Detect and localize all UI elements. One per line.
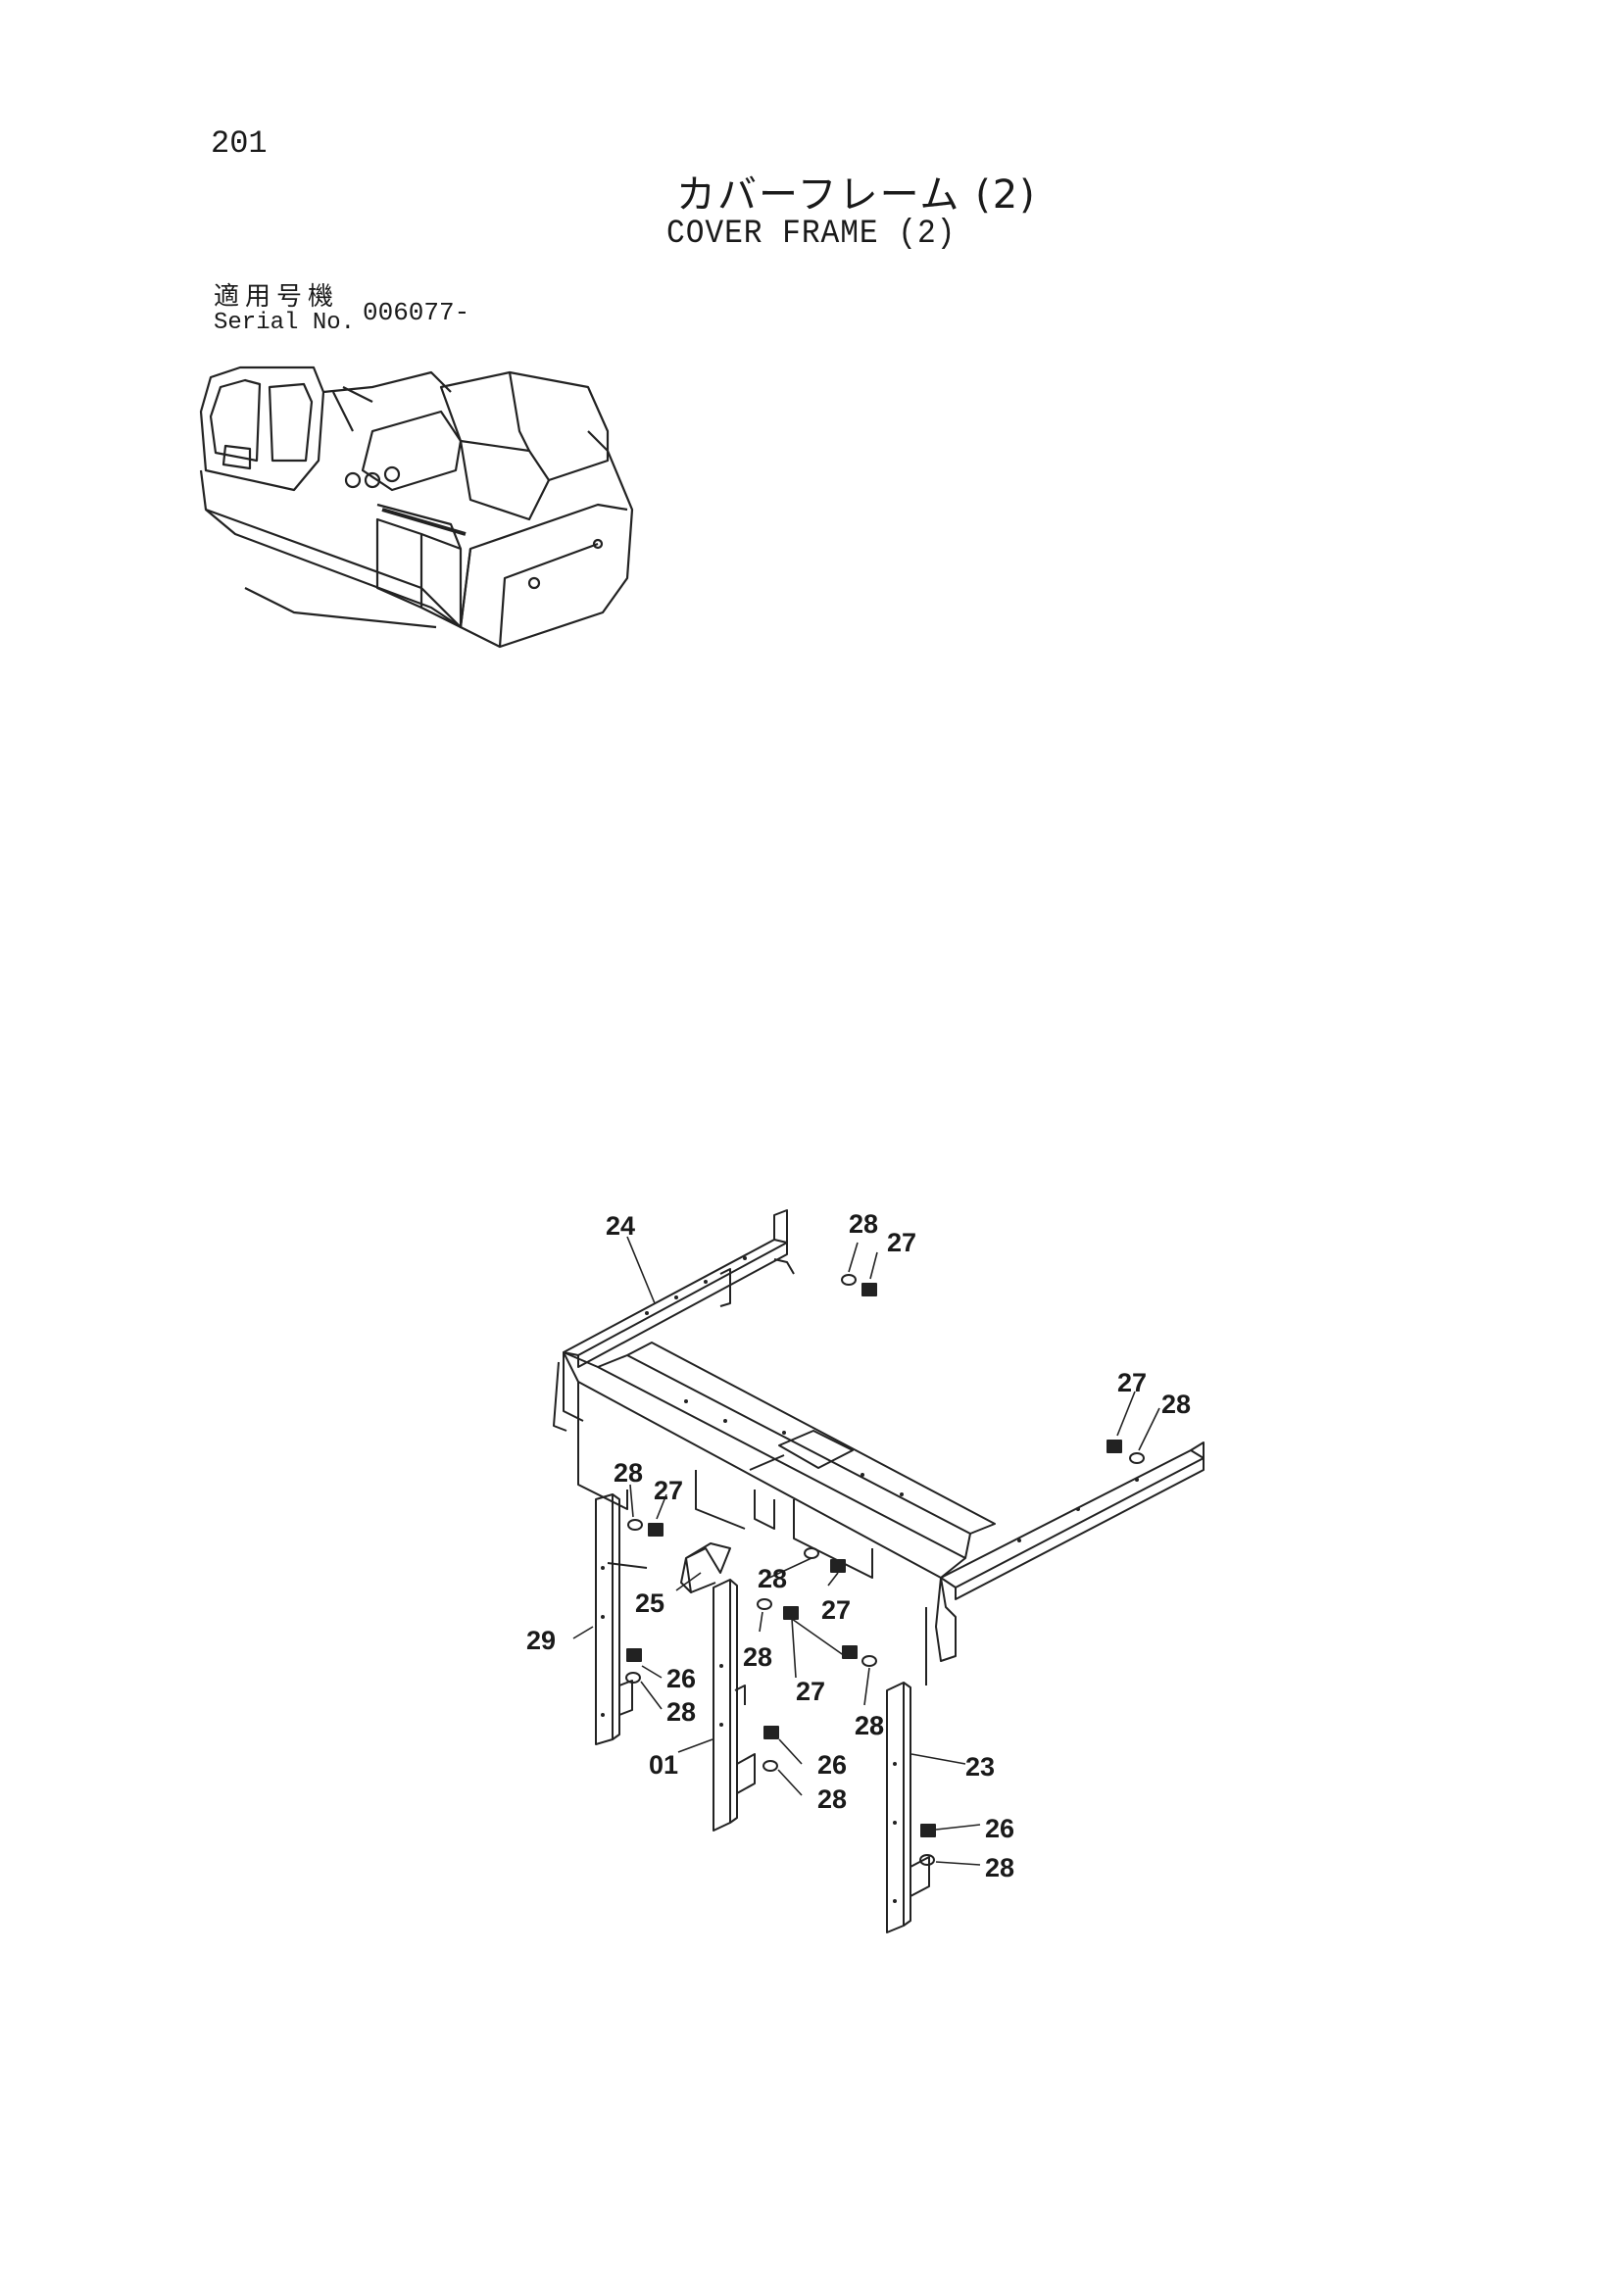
callout-25: 25 (635, 1588, 664, 1618)
title-japanese: カバーフレーム (2) (676, 172, 1037, 218)
title-english: COVER FRAME (2) (666, 216, 957, 253)
front-rail (940, 1449, 1205, 1588)
callout-27: 27 (821, 1595, 851, 1625)
callout-29: 29 (526, 1626, 556, 1655)
washers (625, 1274, 1145, 1866)
stand-29 (595, 1493, 614, 1745)
stand-01 (713, 1579, 731, 1832)
stand-23 (886, 1682, 905, 1933)
callout-23: 23 (965, 1752, 995, 1782)
callout-labels: 24 28 27 27 28 28 27 28 27 25 28 29 26 2… (526, 1209, 1191, 1882)
serial-number-value: 006077- (363, 298, 470, 327)
callout-28: 28 (758, 1564, 787, 1593)
main-frame-top (563, 1351, 966, 1579)
callout-27: 27 (654, 1476, 683, 1505)
callout-28: 28 (1161, 1390, 1191, 1419)
callout-27: 27 (887, 1228, 916, 1257)
callout-01: 01 (649, 1750, 678, 1780)
callout-26: 26 (985, 1814, 1014, 1843)
serial-label-english: Serial No. (214, 310, 356, 336)
callout-28: 28 (849, 1209, 878, 1239)
callout-24: 24 (606, 1211, 635, 1241)
bolts (626, 1283, 1122, 1837)
page-number: 201 (211, 125, 268, 162)
callout-27: 27 (1117, 1368, 1147, 1397)
callout-28: 28 (743, 1642, 772, 1672)
callout-28: 28 (985, 1853, 1014, 1882)
callout-28: 28 (817, 1784, 847, 1814)
callout-28: 28 (666, 1697, 696, 1727)
callout-28: 28 (855, 1711, 884, 1740)
serial-label-japanese: 適用号機 (214, 282, 340, 312)
callout-26: 26 (666, 1664, 696, 1693)
callout-28: 28 (855, 1711, 884, 1740)
callout-26: 26 (817, 1750, 847, 1780)
callout-27: 27 (796, 1677, 825, 1706)
callout-28: 28 (614, 1458, 643, 1488)
bracket-25 (680, 1542, 731, 1593)
